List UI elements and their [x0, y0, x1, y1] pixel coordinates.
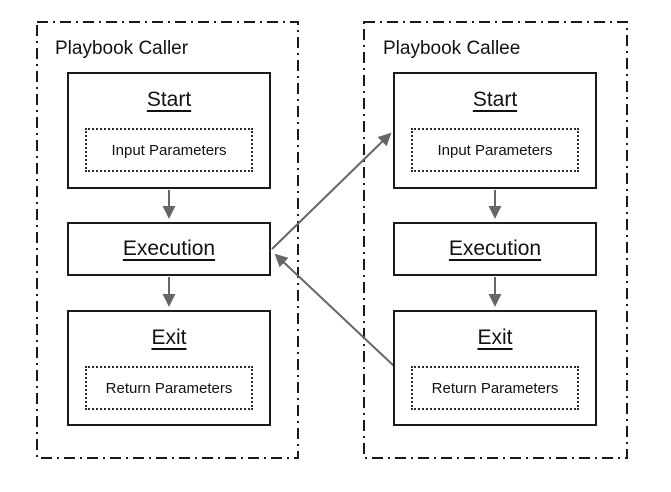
callee-execution-node: Execution [393, 222, 597, 276]
callee-input-parameters-box: Input Parameters [411, 128, 579, 172]
caller-container-label: Playbook Caller [55, 38, 189, 59]
caller-return-parameters-label: Return Parameters [105, 379, 233, 397]
caller-input-parameters-box: Input Parameters [85, 128, 253, 172]
callee-start-title: Start [472, 88, 518, 111]
arrow-caller-execution-to-callee-start [271, 132, 392, 250]
callee-input-parameters-label: Input Parameters [437, 141, 553, 159]
caller-start-title: Start [146, 88, 192, 111]
callee-container-label: Playbook Callee [383, 38, 521, 59]
callee-return-parameters-box: Return Parameters [411, 366, 579, 410]
caller-container-border [36, 21, 299, 459]
callee-container-border [363, 21, 628, 459]
callee-return-parameters-label: Return Parameters [431, 379, 559, 397]
caller-start-node: Start Input Parameters [67, 72, 271, 189]
callee-exit-title: Exit [477, 326, 513, 349]
arrow-callee-exit-to-caller-execution [274, 253, 395, 367]
callee-execution-title: Execution [448, 237, 542, 260]
caller-execution-title: Execution [122, 237, 216, 260]
caller-execution-node: Execution [67, 222, 271, 276]
callee-start-node: Start Input Parameters [393, 72, 597, 189]
caller-input-parameters-label: Input Parameters [111, 141, 227, 159]
caller-return-parameters-box: Return Parameters [85, 366, 253, 410]
caller-exit-node: Exit Return Parameters [67, 310, 271, 426]
caller-exit-title: Exit [151, 326, 187, 349]
callee-exit-node: Exit Return Parameters [393, 310, 597, 426]
